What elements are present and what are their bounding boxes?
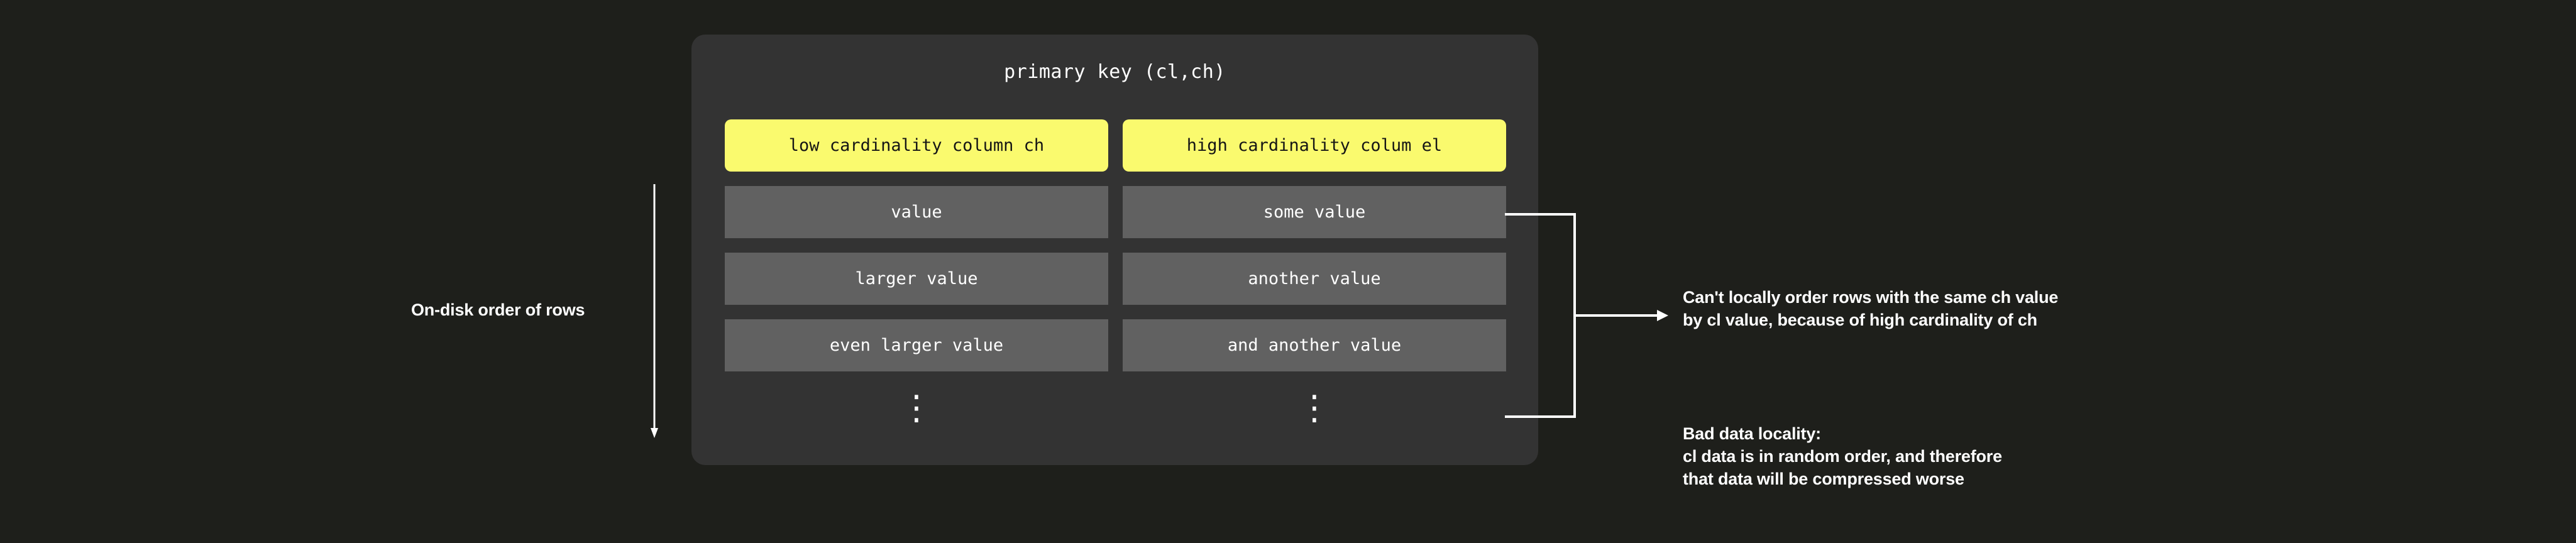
column-low-cardinality: low cardinality column ch value larger v… xyxy=(725,119,1108,433)
cell-value: and another value xyxy=(1123,319,1506,371)
note-line: Can't locally order rows with the same c… xyxy=(1683,288,2059,307)
note-line: cl data is in random order, and therefor… xyxy=(1683,447,2002,466)
card-title: primary key (cl,ch) xyxy=(1004,61,1226,83)
cell-value: value xyxy=(725,186,1108,238)
on-disk-order-label: On-disk order of rows xyxy=(411,300,585,319)
down-arrow-icon xyxy=(651,184,658,438)
cell-value: larger value xyxy=(725,253,1108,305)
bracket-arrow-connector xyxy=(1505,213,1668,418)
column-continuation-ellipsis: ⋮ xyxy=(1297,388,1331,427)
primary-key-card: primary key (cl,ch) low cardinality colu… xyxy=(691,35,1538,465)
cell-value: some value xyxy=(1123,186,1506,238)
column-continuation-ellipsis: ⋮ xyxy=(900,388,933,427)
cell-value: another value xyxy=(1123,253,1506,305)
column-header-high-cardinality: high cardinality colum el xyxy=(1123,119,1506,172)
locality-note: Bad data locality: cl data is in random … xyxy=(1683,422,2002,491)
cell-value: even larger value xyxy=(725,319,1108,371)
cardinality-note: Can't locally order rows with the same c… xyxy=(1683,286,2058,331)
note-line: by cl value, because of high cardinality… xyxy=(1683,310,2037,330)
columns-container: low cardinality column ch value larger v… xyxy=(725,119,1506,433)
column-header-low-cardinality: low cardinality column ch xyxy=(725,119,1108,172)
note-line: Bad data locality: xyxy=(1683,424,1821,443)
note-line: that data will be compressed worse xyxy=(1683,469,1964,489)
column-high-cardinality: high cardinality colum el some value ano… xyxy=(1123,119,1506,433)
